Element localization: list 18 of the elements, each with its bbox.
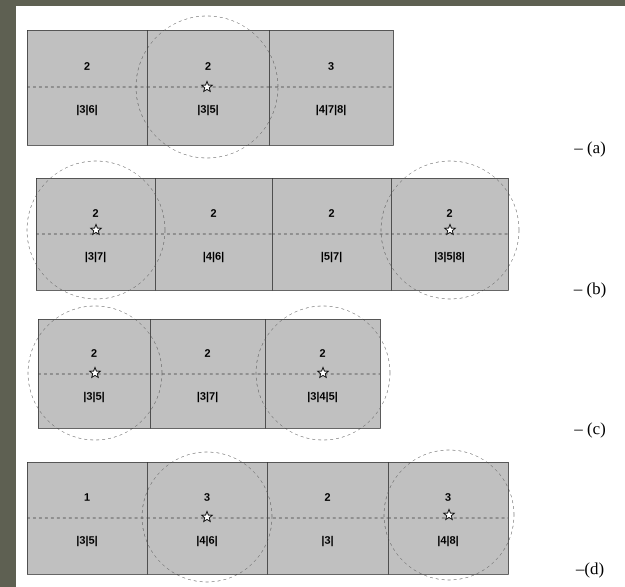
cell: 3 |4|6| bbox=[146, 462, 268, 575]
cell: 2 |3|7| bbox=[36, 178, 156, 291]
row-label: – (a) bbox=[574, 141, 605, 157]
cell: 3 |4|7|8| bbox=[268, 30, 394, 146]
row-label: – (c) bbox=[574, 422, 605, 438]
cell: 3 |4|8| bbox=[388, 462, 509, 575]
cell: 2 |3|6| bbox=[26, 30, 148, 146]
cell: 2 |3|7| bbox=[150, 319, 266, 429]
row-label: – (b) bbox=[574, 282, 606, 298]
cell: 2 |4|6| bbox=[154, 178, 273, 291]
cell: 2 |3|5|8| bbox=[390, 178, 509, 291]
cell: 2 |3|4|5| bbox=[264, 319, 381, 429]
cell: 2 |5|7| bbox=[272, 178, 392, 291]
cell: 2 |3| bbox=[266, 462, 389, 575]
cell: 2 |3|5| bbox=[38, 319, 151, 429]
cell: 1 |3|5| bbox=[26, 462, 148, 575]
cell: 2 |3|5| bbox=[146, 30, 270, 146]
row-label: –(d) bbox=[576, 562, 604, 578]
